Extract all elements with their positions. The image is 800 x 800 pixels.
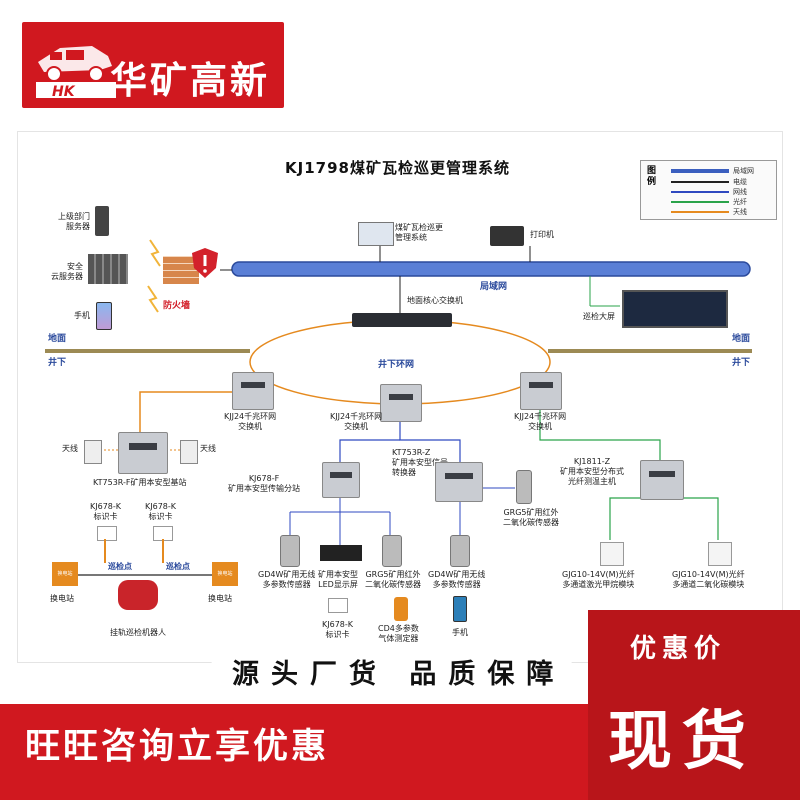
- price-badge: [588, 610, 800, 800]
- label-antenna-l: 天线: [62, 444, 78, 453]
- label-gd4w-1: GD4W矿用无线 多参数传感器: [258, 570, 316, 589]
- underground-label: 井下: [48, 358, 67, 368]
- ring-switch-mid: [380, 384, 422, 422]
- swap-station-right: 换电站: [212, 562, 238, 586]
- label-grg5-1: GRG5矿用红外 二氧化碳传感器: [365, 570, 421, 589]
- label-gjg-co2: GJG10-14V(M)光纤 多通道二氧化碳模块: [672, 570, 745, 589]
- legend-item-ethernet: 网线: [671, 187, 771, 197]
- label-gd4w-2: GD4W矿用无线 多参数传感器: [428, 570, 486, 589]
- computer-icon: [358, 222, 394, 246]
- label-swap-r: 换电站: [208, 594, 232, 603]
- cloud-server-icon: [88, 254, 128, 284]
- label-server-cloud: 安全 云服务器: [51, 262, 83, 281]
- brick-wall-icon: [163, 256, 199, 284]
- underground-label-right: 井下: [732, 358, 751, 368]
- antenna-left-icon: [84, 440, 102, 464]
- label-printer: 打印机: [530, 230, 554, 239]
- label-kj678f: KJ678-F 矿用本安型传输分站: [228, 474, 300, 493]
- signal-converter: [435, 462, 483, 502]
- brand-name: 华矿高新: [110, 59, 270, 102]
- transmission-substation: [322, 462, 360, 498]
- badge-main: 现货: [608, 705, 756, 779]
- label-core-switch: 地面核心交换机: [407, 296, 463, 305]
- label-checkpoint1: 巡检点: [108, 562, 132, 571]
- id-card-icon: [328, 598, 348, 613]
- label-swap-l: 换电站: [50, 594, 74, 603]
- ring-switch-right: [520, 372, 562, 410]
- server-icon: [95, 206, 109, 236]
- co2-sensor-icon: [382, 535, 402, 567]
- brand-banner: HK: [22, 22, 284, 108]
- firewall-label: 防火墙: [163, 301, 191, 311]
- fiber-module-icon: [708, 542, 732, 566]
- legend-item-lan: 局域网: [671, 166, 771, 176]
- core-switch-icon: [352, 313, 452, 327]
- truck-logo-icon: [36, 46, 116, 98]
- badge-top: 优惠价: [630, 634, 727, 664]
- legend-item-fiber: 光纤: [671, 197, 771, 207]
- gas-sensor-icon: [280, 535, 300, 567]
- label-card1: KJ678-K 标识卡: [90, 502, 122, 521]
- label-robot: 挂轨巡检机器人: [110, 628, 166, 637]
- label-big-screen: 巡检大屏: [583, 312, 615, 321]
- legend: 图例 局域网 电缆 网线 光纤 天线: [640, 160, 777, 220]
- label-patrol-system: 煤矿瓦检巡更 管理系统: [395, 223, 443, 242]
- logo-text: HK: [52, 84, 75, 100]
- ring-label: 井下环网: [378, 360, 415, 370]
- phone-icon: [453, 596, 467, 622]
- fiber-module-icon: [600, 542, 624, 566]
- legend-item-cable: 电缆: [671, 177, 771, 187]
- label-base-station: KT753R-F矿用本安型基站: [93, 478, 187, 487]
- printer-icon: [490, 226, 524, 246]
- label-checkpoint2: 巡检点: [166, 562, 190, 571]
- slogan: 源头厂货 品质保障: [232, 659, 566, 690]
- label-sw-mid: KJJ24千兆环网 交换机: [330, 412, 383, 431]
- ring-switch-left: [232, 372, 274, 410]
- gas-sensor-icon: [450, 535, 470, 567]
- robot-icon: [118, 580, 158, 610]
- label-phone-bottom: 手机: [452, 628, 468, 637]
- lightning-icon: [149, 239, 161, 267]
- shield-icon: [192, 248, 218, 278]
- legend-item-antenna: 天线: [671, 207, 771, 217]
- label-cd4: CD4多参数 气体测定器: [378, 624, 419, 643]
- led-display-icon: [320, 545, 362, 561]
- id-card-icon: [97, 526, 117, 541]
- lan-label: 局域网: [480, 282, 508, 292]
- label-antenna-r: 天线: [200, 444, 216, 453]
- label-server-upper: 上级部门 服务器: [58, 212, 90, 231]
- label-grg5-2: GRG5矿用红外 二氧化碳传感器: [503, 508, 559, 527]
- diagram-title: KJ1798煤矿瓦检巡更管理系统: [285, 159, 510, 177]
- phone-icon: [96, 302, 112, 330]
- label-kj1811z: KJ1811-Z 矿用本安型分布式 光纤测温主机: [560, 457, 624, 486]
- label-sw-left: KJJ24千兆环网 交换机: [224, 412, 277, 431]
- label-card2: KJ678-K 标识卡: [145, 502, 177, 521]
- swap-station-left: 换电站: [52, 562, 78, 586]
- label-card3: KJ678-K 标识卡: [322, 620, 354, 639]
- promo-text: 旺旺咨询立享优惠: [25, 727, 330, 767]
- antenna-right-icon: [180, 440, 198, 464]
- big-screen-icon: [622, 290, 728, 328]
- label-phone-top: 手机: [74, 311, 90, 320]
- fiber-temp-host: [640, 460, 684, 500]
- surface-label: 地面: [48, 334, 67, 344]
- label-gjg-ch4: GJG10-14V(M)光纤 多通道激光甲烷模块: [562, 570, 635, 589]
- legend-title: 图例: [647, 166, 657, 187]
- surface-label-right: 地面: [732, 334, 751, 344]
- lan-pipe: [231, 261, 751, 277]
- label-kt753rz: KT753R-Z 矿用本安型信号 转换器: [392, 448, 448, 477]
- label-sw-right: KJJ24千兆环网 交换机: [514, 412, 567, 431]
- co2-sensor-icon: [516, 470, 532, 504]
- gas-detector-icon: [394, 597, 408, 621]
- label-led: 矿用本安型 LED显示屏: [318, 570, 358, 589]
- base-station: [118, 432, 168, 474]
